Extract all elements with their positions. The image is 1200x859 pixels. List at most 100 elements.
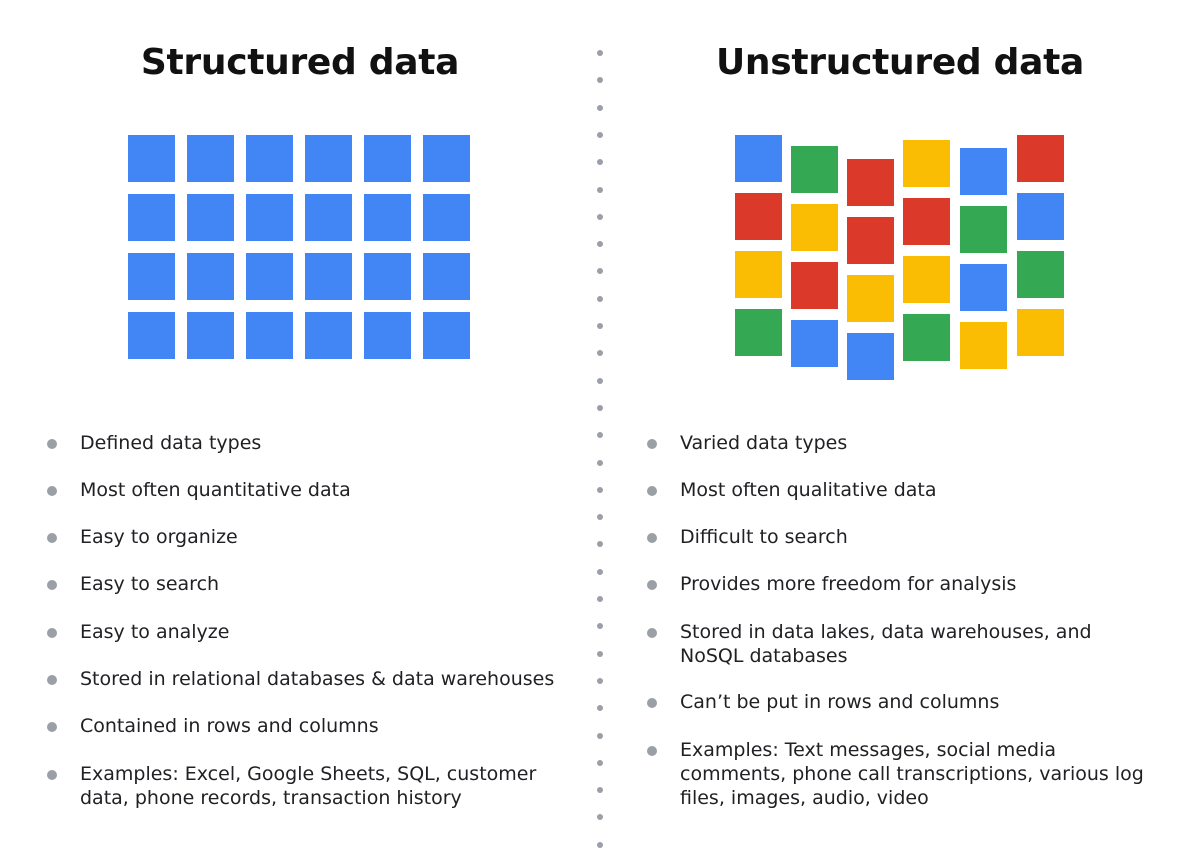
bullet-dot-icon xyxy=(647,628,657,638)
bullet-dot-icon xyxy=(647,580,657,590)
bullet-text: Examples: Text messages, social media co… xyxy=(680,739,1144,809)
structured-data-title: Structured data xyxy=(140,42,460,83)
divider-dot xyxy=(597,50,603,56)
bullet-dot-icon xyxy=(47,533,57,543)
bullet-dot-icon xyxy=(47,675,57,685)
unstructured-data-grid xyxy=(600,0,1200,400)
divider-dot xyxy=(597,268,603,275)
grid-square-green xyxy=(960,206,1007,253)
bullet-text: Stored in relational databases & data wa… xyxy=(80,668,555,690)
bullet-text: Varied data types xyxy=(680,432,848,454)
grid-square-blue xyxy=(847,333,894,380)
divider-dot xyxy=(597,814,603,821)
grid-square xyxy=(364,253,411,300)
divider-dot xyxy=(597,486,603,493)
grid-square xyxy=(305,135,352,182)
grid-square xyxy=(246,253,293,300)
divider-dot xyxy=(597,541,603,548)
grid-square xyxy=(364,135,411,182)
grid-square xyxy=(187,135,234,182)
grid-square-green xyxy=(903,314,950,361)
grid-square-yellow xyxy=(903,140,950,187)
grid-square xyxy=(128,253,175,300)
divider-dot xyxy=(597,241,603,248)
grid-square-red xyxy=(791,262,838,309)
divider-dot xyxy=(597,404,603,411)
bullet-text: Contained in rows and columns xyxy=(80,715,379,737)
bullet-dot-icon xyxy=(47,580,57,590)
grid-square-red xyxy=(1017,135,1064,182)
grid-square-blue xyxy=(1017,193,1064,240)
divider-dot xyxy=(597,596,603,602)
bullet-text: Provides more freedom for analysis xyxy=(680,573,1017,595)
bullet-dot-icon xyxy=(647,439,657,449)
bullet-text: Can’t be put in rows and columns xyxy=(680,691,1000,713)
grid-square xyxy=(423,135,470,182)
grid-square xyxy=(246,312,293,359)
divider-dot xyxy=(597,650,603,657)
grid-square-yellow xyxy=(791,204,838,251)
grid-square xyxy=(423,312,470,359)
unstructured-data-title: Unstructured data xyxy=(716,42,1084,83)
grid-square xyxy=(128,312,175,359)
divider-dot xyxy=(597,568,603,575)
divider-dot xyxy=(597,432,603,439)
grid-square xyxy=(364,194,411,241)
bullet-text: Stored in data lakes, data warehouses, a… xyxy=(680,621,1092,667)
grid-square xyxy=(305,194,352,241)
grid-square-yellow xyxy=(903,256,950,303)
bullet-text: Examples: Excel, Google Sheets, SQL, cus… xyxy=(80,763,537,809)
divider-dot xyxy=(597,104,603,111)
bullet-dot-icon xyxy=(47,486,57,496)
grid-square xyxy=(187,253,234,300)
bullet-dot-icon xyxy=(647,486,657,496)
grid-square xyxy=(364,312,411,359)
bullet-dot-icon xyxy=(47,770,57,780)
bullet-dot-icon xyxy=(647,746,657,756)
bullet-text: Defined data types xyxy=(80,432,262,454)
grid-square xyxy=(128,194,175,241)
grid-square-yellow xyxy=(735,251,782,298)
divider-dot xyxy=(597,131,603,138)
grid-square-green xyxy=(735,309,782,356)
grid-square-yellow xyxy=(847,275,894,322)
bullet-dot-icon xyxy=(47,439,57,449)
grid-square-green xyxy=(1017,251,1064,298)
grid-square xyxy=(246,194,293,241)
dotted-divider xyxy=(597,50,603,855)
divider-dot xyxy=(597,759,603,766)
bullet-text: Easy to analyze xyxy=(80,621,230,643)
divider-dot xyxy=(597,623,603,630)
grid-square xyxy=(128,135,175,182)
grid-square-blue xyxy=(960,264,1007,311)
grid-square xyxy=(423,253,470,300)
grid-square xyxy=(187,194,234,241)
bullet-dot-icon xyxy=(47,722,57,732)
grid-square xyxy=(423,194,470,241)
divider-dot xyxy=(597,514,603,521)
bullet-text: Most often qualitative data xyxy=(680,479,937,501)
bullet-dot-icon xyxy=(647,533,657,543)
divider-dot xyxy=(597,213,603,220)
grid-square-red xyxy=(847,159,894,206)
bullet-dot-icon xyxy=(47,628,57,638)
grid-square-blue xyxy=(735,135,782,182)
grid-square xyxy=(305,253,352,300)
grid-square xyxy=(305,312,352,359)
divider-dot xyxy=(597,323,603,329)
grid-square xyxy=(187,312,234,359)
grid-square xyxy=(246,135,293,182)
divider-dot xyxy=(597,787,603,794)
divider-dot xyxy=(597,841,603,848)
bullet-text: Difficult to search xyxy=(680,526,848,548)
divider-dot xyxy=(597,295,603,302)
divider-dot xyxy=(597,705,603,712)
bullet-dot-icon xyxy=(647,698,657,708)
divider-dot xyxy=(597,732,603,739)
structured-data-grid xyxy=(0,0,600,400)
grid-square-blue xyxy=(960,148,1007,195)
grid-square-red xyxy=(847,217,894,264)
